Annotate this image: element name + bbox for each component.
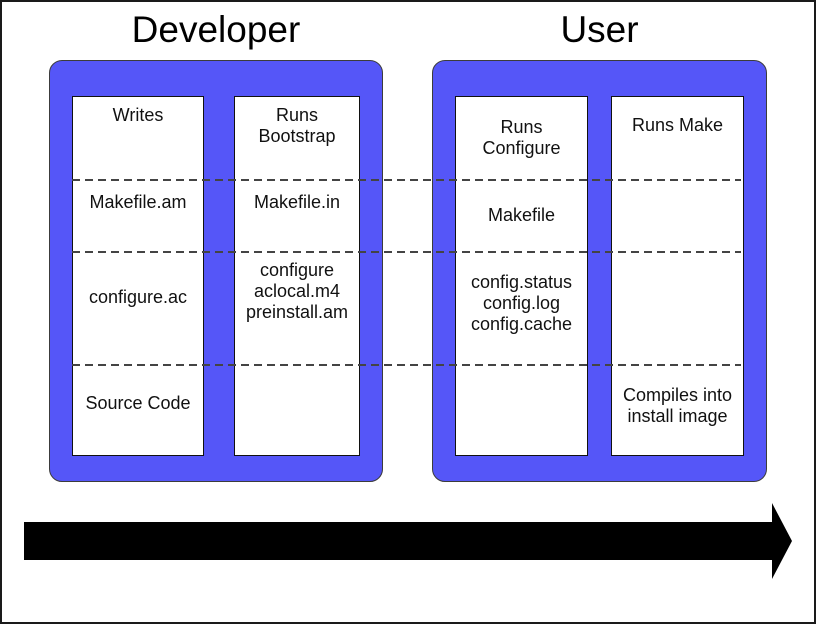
flow-direction-arrow xyxy=(24,503,792,579)
runs-make-label: Runs Make xyxy=(631,115,724,135)
makefile-am-label: Makefile.am xyxy=(89,192,187,212)
makefile-label: Makefile xyxy=(487,205,556,225)
source-code-label: Source Code xyxy=(85,393,191,413)
runs-bootstrap-label: Runs Bootstrap xyxy=(258,105,336,146)
developer-title: Developer xyxy=(131,9,301,50)
compiles-install-image-label: Compiles into install image xyxy=(622,385,733,426)
user-title: User xyxy=(560,9,639,50)
config-outputs-label: config.status config.log config.cache xyxy=(470,272,573,334)
configure-aclocal-preinstall-label: configure aclocal.m4 preinstall.am xyxy=(245,260,349,322)
developer-bootstrap-column-box xyxy=(234,96,360,456)
configure-ac-label: configure.ac xyxy=(88,287,188,307)
user-make-column-box xyxy=(611,96,744,456)
writes-label: Writes xyxy=(112,105,164,125)
makefile-in-label: Makefile.in xyxy=(253,192,341,212)
developer-writes-column-box xyxy=(72,96,204,456)
user-configure-column-box xyxy=(455,96,588,456)
runs-configure-label: Runs Configure xyxy=(482,117,561,158)
